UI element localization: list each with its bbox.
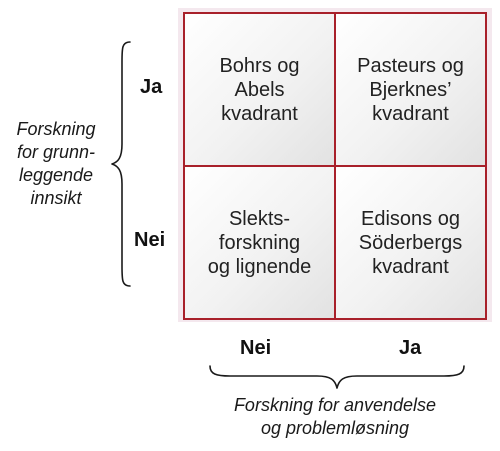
x-axis-tick-left: Nei [240, 337, 272, 359]
quadrant-grid: Bohrs og Abels kvadrant Pasteurs og Bjer… [178, 8, 492, 322]
quadrant-top-left: Bohrs og Abels kvadrant [183, 12, 336, 167]
y-axis-tick-bottom: Nei [134, 229, 166, 251]
quadrant-bottom-right: Edisons og Söderbergs kvadrant [334, 165, 487, 320]
quadrant-bottom-left: Slekts- forskning og lignende [183, 165, 336, 320]
quadrant-top-right: Pasteurs og Bjerknes’ kvadrant [334, 12, 487, 167]
y-axis-label: Forskning for grunn- leggende innsikt [16, 119, 96, 208]
x-axis-tick-right: Ja [399, 337, 422, 359]
x-axis-brace [209, 365, 465, 389]
y-axis-tick-top: Ja [140, 76, 163, 98]
x-axis-label: Forskning for anvendelse og problemløsni… [233, 395, 437, 438]
y-axis-brace [111, 41, 131, 287]
